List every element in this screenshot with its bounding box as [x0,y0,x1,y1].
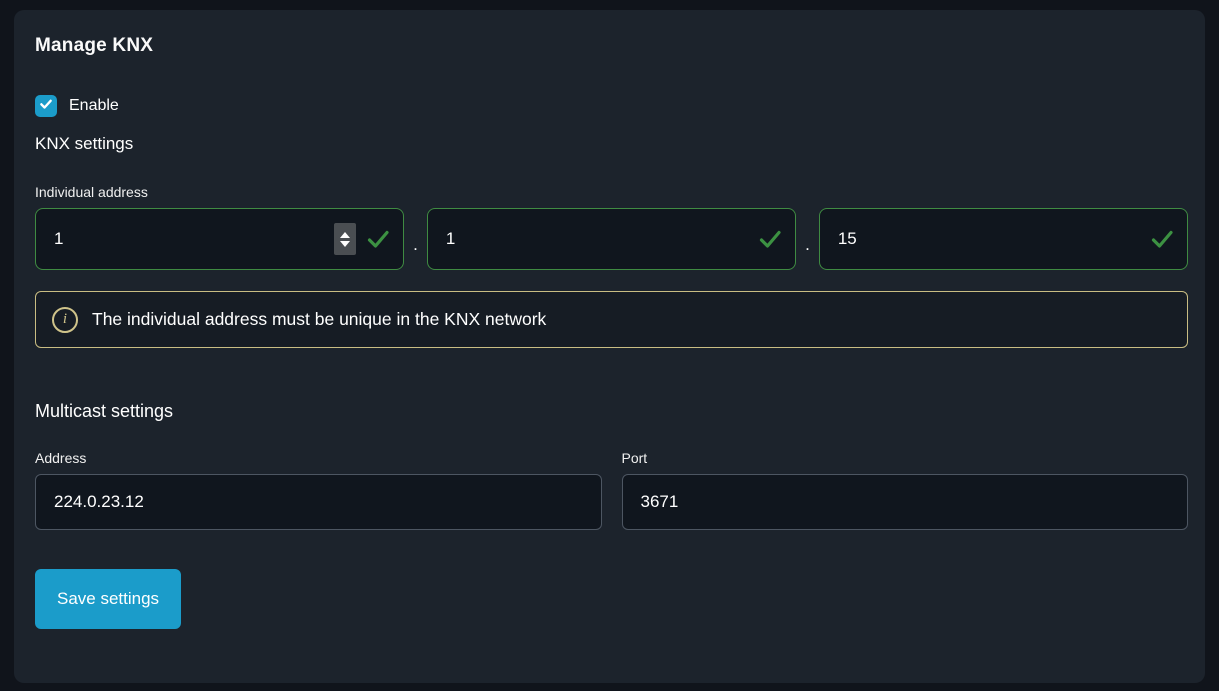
multicast-address-input[interactable] [35,474,602,530]
knx-settings-heading: KNX settings [35,134,134,153]
info-icon: i [52,306,78,333]
manage-knx-card: Manage KNX Enable KNX settings Individua… [14,10,1205,683]
number-stepper[interactable] [334,223,357,255]
address-separator: . [413,235,418,254]
enable-checkbox[interactable] [35,95,57,117]
individual-address-part-3 [818,208,1188,270]
multicast-port-input[interactable] [621,474,1188,530]
enable-row: Enable [35,95,1188,117]
individual-address-part-2 [426,208,797,270]
valid-check-icon [758,227,782,251]
stepper-up-icon[interactable] [340,231,351,238]
multicast-port-label: Port [621,450,648,466]
individual-address-row: . . [35,208,1188,270]
multicast-address-label: Address [35,450,87,466]
stepper-down-icon[interactable] [340,240,351,247]
address-separator: . [805,235,810,254]
checkmark-icon [39,97,53,116]
individual-address-label: Individual address [35,184,148,200]
save-settings-button[interactable]: Save settings [35,569,182,629]
multicast-address-field-group: Address [35,422,602,530]
multicast-settings-heading: Multicast settings [35,401,174,421]
info-alert: i The individual address must be unique … [35,291,1188,348]
enable-label: Enable [69,97,119,114]
individual-address-part-1 [35,208,405,270]
multicast-fields: Address Port [35,422,1188,530]
individual-address-input-3[interactable] [818,208,1188,270]
valid-check-icon [1150,227,1174,251]
valid-check-icon [366,227,390,251]
page-title: Manage KNX [35,35,154,56]
info-alert-text: The individual address must be unique in… [92,309,547,329]
individual-address-input-2[interactable] [426,208,797,270]
multicast-port-field-group: Port [621,422,1188,530]
